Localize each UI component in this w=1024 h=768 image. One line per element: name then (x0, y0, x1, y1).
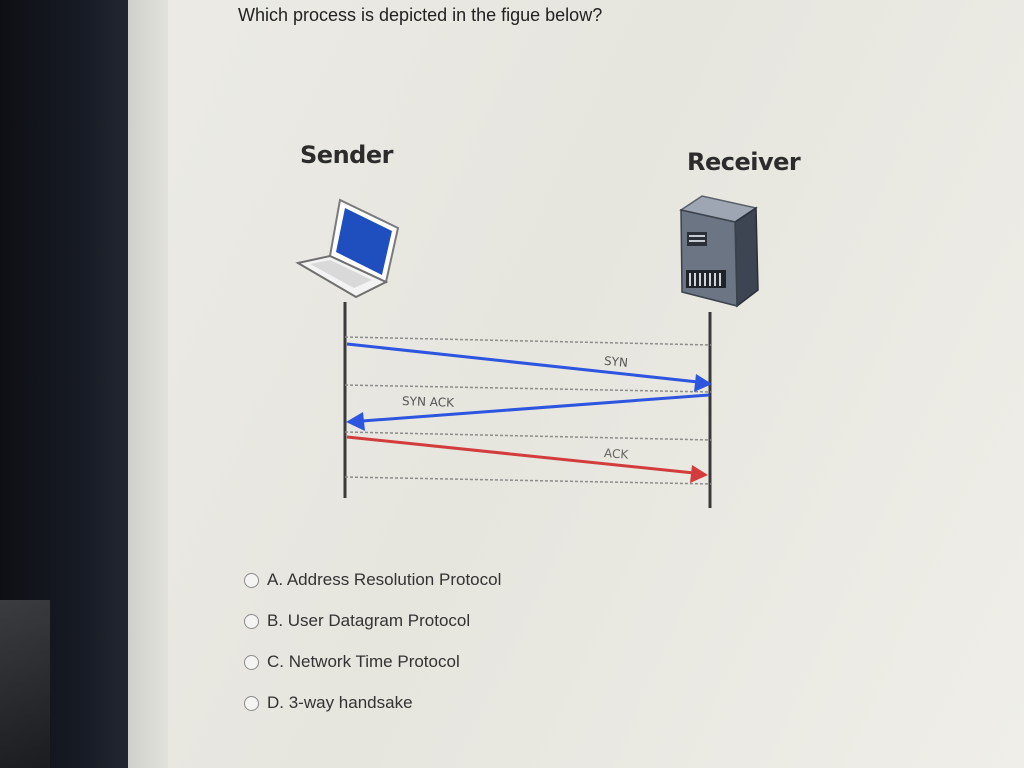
option-a[interactable]: A. Address Resolution Protocol (244, 570, 501, 590)
laptop-icon (295, 198, 400, 299)
question-text: Which process is depicted in the figue b… (238, 5, 603, 25)
option-label: B. User Datagram Protocol (267, 611, 471, 630)
server-icon (679, 195, 759, 308)
ack-label: ACK (604, 446, 630, 462)
syn-ack-label: SYN ACK (402, 394, 456, 410)
screen-area (128, 0, 1024, 768)
option-b[interactable]: B. User Datagram Protocol (244, 611, 501, 631)
ack-arrow (346, 435, 708, 483)
radio-button[interactable] (244, 613, 259, 629)
option-label: D. 3-way handsake (267, 693, 413, 712)
syn-label: SYN (603, 354, 628, 370)
option-d[interactable]: D. 3-way handsake (244, 693, 501, 713)
receiver-label: Receiver (687, 148, 801, 176)
guide-lines (344, 336, 713, 485)
answer-options: A. Address Resolution Protocol B. User D… (244, 570, 501, 734)
monitor-stand-edge (0, 600, 50, 768)
radio-button[interactable] (244, 572, 259, 588)
option-label: C. Network Time Protocol (267, 652, 460, 671)
radio-button[interactable] (244, 695, 259, 711)
sender-label: Sender (300, 141, 393, 169)
screen-left-strip (128, 0, 168, 768)
syn-ack-arrow (346, 393, 710, 431)
radio-button[interactable] (244, 654, 259, 670)
syn-arrow (346, 342, 712, 392)
option-c[interactable]: C. Network Time Protocol (244, 652, 501, 672)
option-label: A. Address Resolution Protocol (267, 570, 502, 589)
